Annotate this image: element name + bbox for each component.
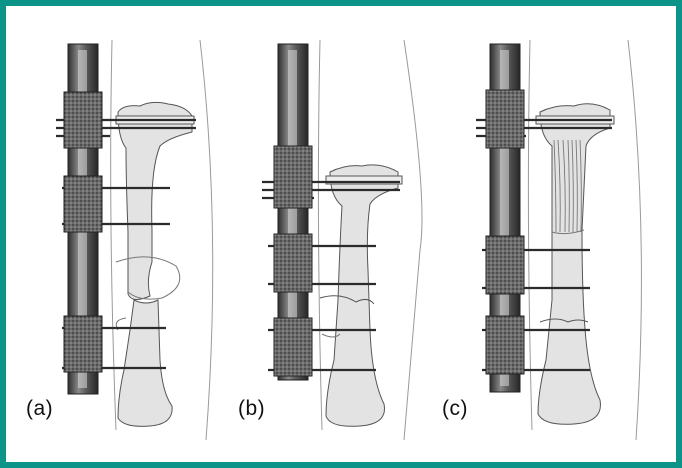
- panel-a-limb-outline: [200, 40, 213, 440]
- panel-b-skin-outline: [318, 40, 322, 430]
- panel-label-a: (a): [26, 398, 53, 419]
- panel-b-clamps: [274, 146, 312, 376]
- panel-a: [56, 40, 213, 440]
- panel-b-limb-outline: [404, 40, 422, 440]
- panel-c-limb-outline: [628, 40, 641, 440]
- panel-c: [476, 40, 641, 440]
- panel-label-b: (b): [238, 398, 265, 419]
- panel-label-c: (c): [442, 398, 468, 419]
- panel-a-clamps: [64, 92, 102, 372]
- panel-a-proximal-bone: [118, 102, 192, 299]
- panel-c-skin-outline: [528, 40, 532, 430]
- panel-a-skin-outline: [111, 40, 116, 430]
- panel-c-bone: [538, 104, 610, 425]
- panel-a-distal-bone: [118, 300, 172, 426]
- panel-b: [262, 40, 422, 440]
